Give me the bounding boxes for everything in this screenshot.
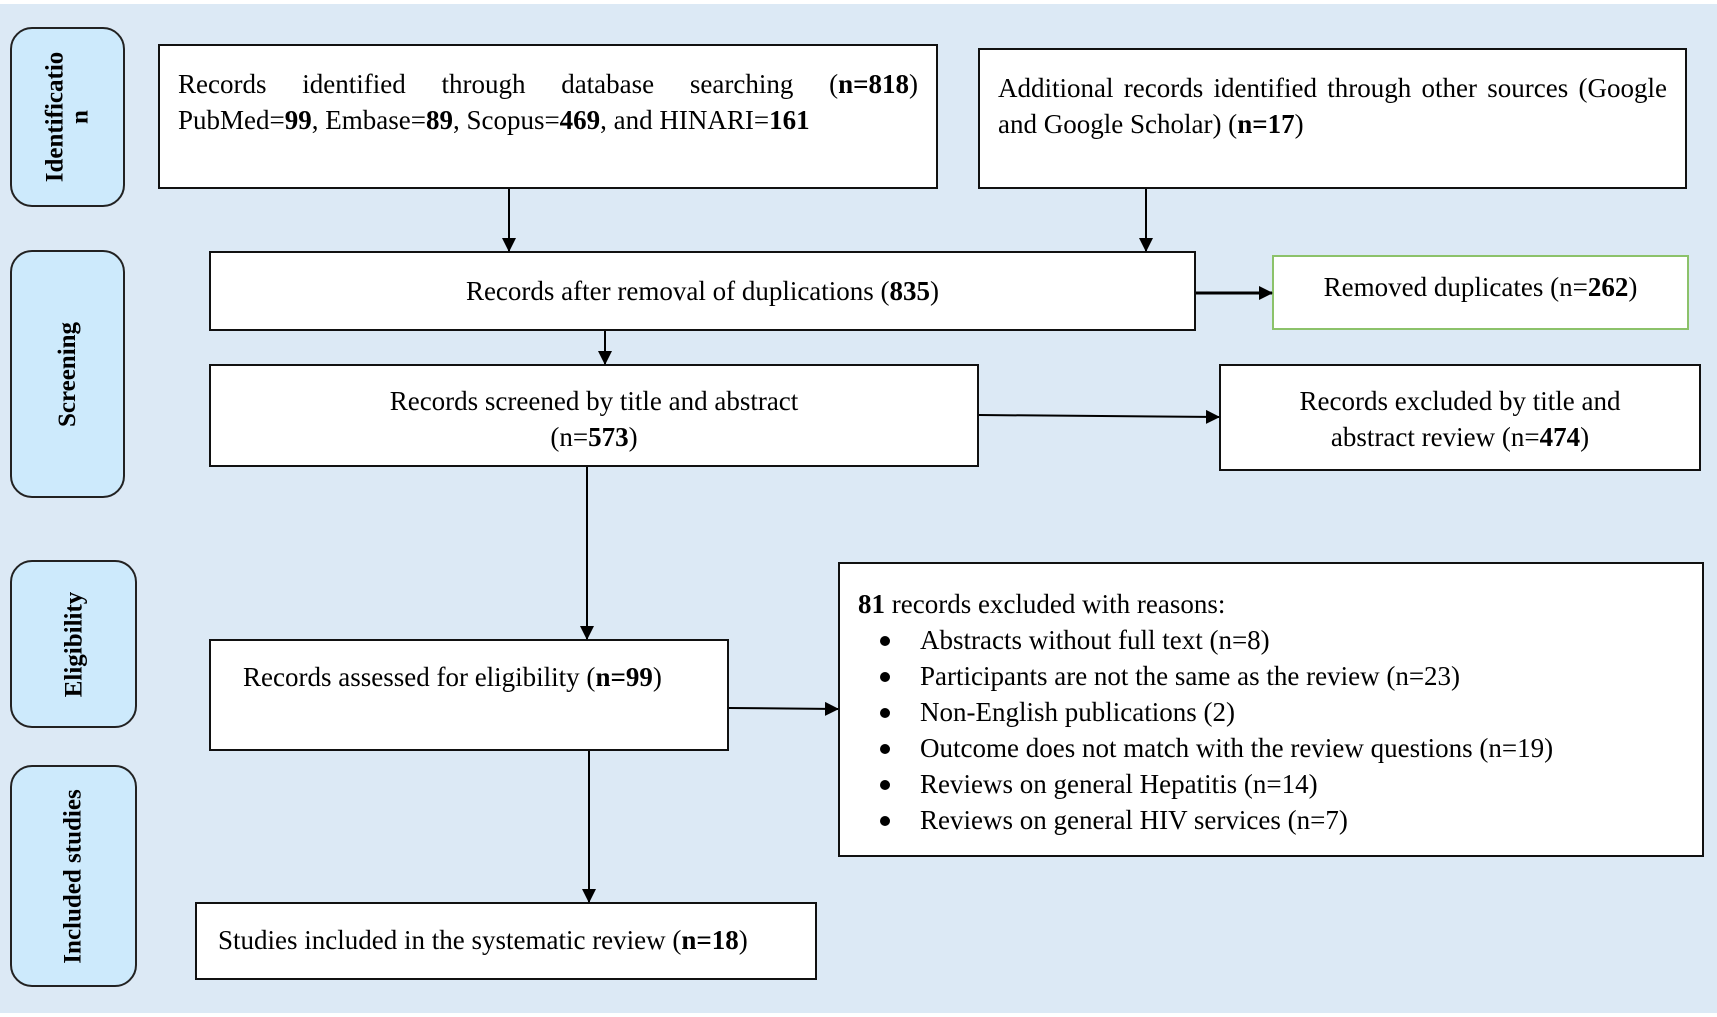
stage-included-label: Included studies: [60, 788, 87, 964]
stage-eligibility: Eligibility: [10, 560, 137, 728]
reason-item: Reviews on general HIV services (n=7): [858, 802, 1684, 838]
other-sources-box: Additional records identified through ot…: [978, 48, 1687, 189]
after-duplicates-box: Records after removal of duplications (8…: [209, 251, 1196, 331]
excluded-reasons-box: 81 records excluded with reasons: Abstra…: [838, 562, 1704, 857]
bullet-icon: [880, 744, 890, 754]
reason-item: Reviews on general Hepatitis (n=14): [858, 766, 1684, 802]
reason-item: Non-English publications (2): [858, 694, 1684, 730]
bullet-icon: [880, 816, 890, 826]
stage-screening: Screening: [10, 250, 125, 498]
bullet-icon: [880, 708, 890, 718]
stage-identification: Identificatio n: [10, 27, 125, 207]
reason-item: Abstracts without full text (n=8): [858, 622, 1684, 658]
reason-item: Participants are not the same as the rev…: [858, 658, 1684, 694]
bullet-icon: [880, 780, 890, 790]
reason-item: Outcome does not match with the review q…: [858, 730, 1684, 766]
bullet-icon: [880, 636, 890, 646]
excluded-title-line1: Records excluded by title and: [1299, 386, 1621, 416]
included-box: Studies included in the systematic revie…: [195, 902, 817, 980]
excluded-title-box: Records excluded by title and abstract r…: [1219, 364, 1701, 471]
stage-eligibility-label: Eligibility: [60, 591, 87, 697]
removed-duplicates-box: Removed duplicates (n=262): [1272, 255, 1689, 330]
database-breakdown: PubMed=99, Embase=89, Scopus=469, and HI…: [178, 105, 810, 135]
screened-line2: (n=573): [550, 422, 638, 452]
database-search-box: Records identified through database sear…: [158, 44, 938, 189]
screened-box: Records screened by title and abstract (…: [209, 364, 979, 467]
bottom-edge: [0, 1013, 1717, 1017]
top-edge: [0, 0, 1717, 4]
screened-line1: Records screened by title and abstract: [389, 386, 799, 416]
other-sources-text: Additional records identified through ot…: [998, 73, 1667, 139]
stage-screening-label: Screening: [54, 321, 81, 427]
excluded-reasons-title: 81 records excluded with reasons:: [858, 589, 1226, 619]
bullet-icon: [880, 672, 890, 682]
stage-identification-label: Identificatio n: [41, 51, 94, 183]
excluded-reasons-list: Abstracts without full text (n=8) Partic…: [858, 622, 1684, 838]
stage-included: Included studies: [10, 765, 137, 987]
database-search-line1: Records identified through database sear…: [178, 69, 918, 99]
excluded-title-line2: abstract review (n=474): [1330, 422, 1590, 452]
assessed-box: Records assessed for eligibility (n=99): [209, 639, 729, 751]
